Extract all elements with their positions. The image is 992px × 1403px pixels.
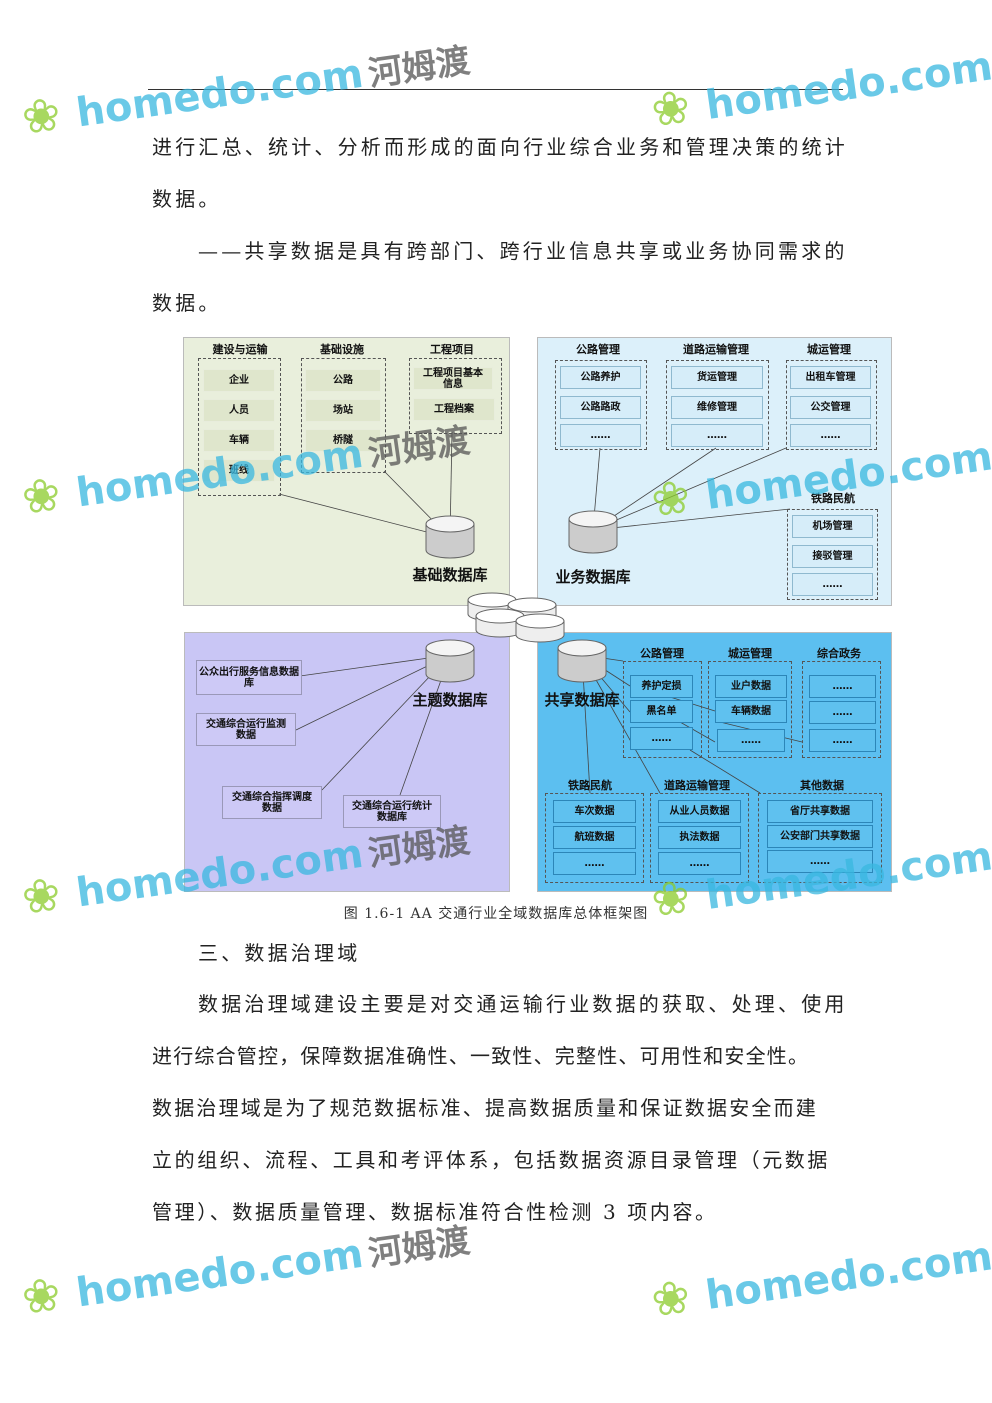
item-box: …… [630, 727, 693, 750]
item-box: 工程档案 [413, 398, 495, 421]
group-title: 道路运输管理 [664, 779, 730, 792]
item-box: 车辆 [203, 429, 275, 452]
body-line: 进行综合管控，保障数据准确性、一致性、完整性、可用性和安全性。 [152, 1044, 810, 1068]
item-box: 公路路政 [560, 396, 641, 419]
body-line: 管理）、数据质量管理、数据标准符合性检测 3 项内容。 [152, 1200, 718, 1224]
group-title: 基础设施 [320, 343, 364, 356]
body-line: 立的组织、流程、工具和考评体系，包括数据资源目录管理（元数据 [152, 1148, 830, 1172]
database-cylinders [425, 510, 618, 683]
group-box [758, 793, 882, 883]
item-box: 业户数据 [715, 675, 787, 698]
group-box [787, 509, 878, 600]
group-box [650, 793, 749, 883]
item-box: …… [792, 573, 873, 596]
item-box: 养护定损 [630, 675, 693, 698]
item-box: 公交管理 [790, 396, 871, 419]
group-box [198, 358, 281, 496]
body-line: 数据治理域建设主要是对交通运输行业数据的获取、处理、使用 [198, 992, 848, 1016]
group-title: 城运管理 [807, 343, 851, 356]
body-line: 数据。 [152, 187, 222, 211]
group-box [786, 360, 877, 450]
group-title: 公路管理 [576, 343, 620, 356]
item-box: …… [560, 424, 641, 447]
group-box [301, 358, 386, 473]
item-box: …… [809, 729, 876, 752]
group-box [409, 358, 502, 434]
item-box: 工程项目基本信息 [413, 367, 493, 390]
group-box [802, 661, 881, 758]
group-title: 道路运输管理 [683, 343, 749, 356]
body-line: ——共享数据是具有跨部门、跨行业信息共享或业务协同需求的 [198, 239, 848, 263]
item-box: 人员 [203, 399, 275, 422]
item-box: …… [717, 729, 785, 752]
item-box: 维修管理 [671, 396, 763, 419]
group-box [555, 360, 647, 450]
group-title: 铁路民航 [811, 492, 855, 505]
group-title: 综合政务 [817, 647, 861, 660]
group-box [623, 661, 702, 758]
item-box: 公路养护 [560, 366, 641, 389]
item-box: …… [809, 701, 876, 724]
item-box: 机场管理 [792, 515, 873, 538]
group-box [545, 793, 644, 883]
item-box: 航班数据 [553, 826, 636, 849]
group-box [708, 661, 792, 758]
figure-caption: 图 1.6-1 AA 交通行业全域数据库总体框架图 [343, 906, 649, 922]
item-box: 接驳管理 [792, 545, 873, 568]
item-box: 从业人员数据 [658, 800, 741, 823]
item-box: 执法数据 [658, 826, 741, 849]
body-line: 数据治理域是为了规范数据标准、提高数据质量和保证数据安全而建 [152, 1096, 818, 1120]
header-rule [148, 89, 843, 90]
section-heading: 三、数据治理域 [198, 941, 361, 965]
group-title: 公路管理 [640, 647, 684, 660]
item-box: 交通综合运行监测数据 [196, 713, 296, 746]
theme-database-label: 主题数据库 [412, 691, 488, 709]
group-box [666, 360, 769, 450]
item-box: 车次数据 [553, 800, 636, 823]
item-box: …… [553, 852, 636, 875]
item-box: 货运管理 [671, 366, 763, 389]
item-box: 交通综合指挥调度数据 [222, 786, 322, 819]
item-box: 企业 [203, 369, 275, 392]
item-box: 桥隧 [305, 429, 381, 452]
item-box: 黑名单 [630, 700, 693, 723]
group-title: 工程项目 [430, 343, 474, 356]
item-box: …… [671, 424, 763, 447]
item-box: 班线 [203, 459, 275, 482]
group-title: 建设与运输 [212, 343, 268, 356]
item-box: 出租车管理 [790, 366, 871, 389]
item-box: 场站 [305, 399, 381, 422]
shared-database-label: 共享数据库 [544, 691, 620, 709]
item-box: 公安部门共享数据 [767, 825, 873, 848]
body-line: 进行汇总、统计、分析而形成的面向行业综合业务和管理决策的统计 [152, 135, 848, 159]
item-box: …… [790, 424, 871, 447]
item-box: 交通综合运行统计数据库 [343, 795, 441, 828]
item-box: …… [767, 850, 873, 873]
body-line: 数据。 [152, 291, 222, 315]
item-box: 公众出行服务信息数据库 [196, 660, 302, 695]
item-box: 省厅共享数据 [767, 800, 873, 823]
group-title: 铁路民航 [568, 779, 612, 792]
group-title: 城运管理 [728, 647, 772, 660]
base-database-label: 基础数据库 [412, 566, 488, 584]
item-box: …… [809, 675, 876, 698]
item-box: 车辆数据 [715, 700, 787, 723]
item-box: 公路 [305, 369, 381, 392]
business-database-label: 业务数据库 [555, 568, 631, 586]
item-box: …… [658, 852, 741, 875]
group-title: 其他数据 [800, 779, 844, 792]
